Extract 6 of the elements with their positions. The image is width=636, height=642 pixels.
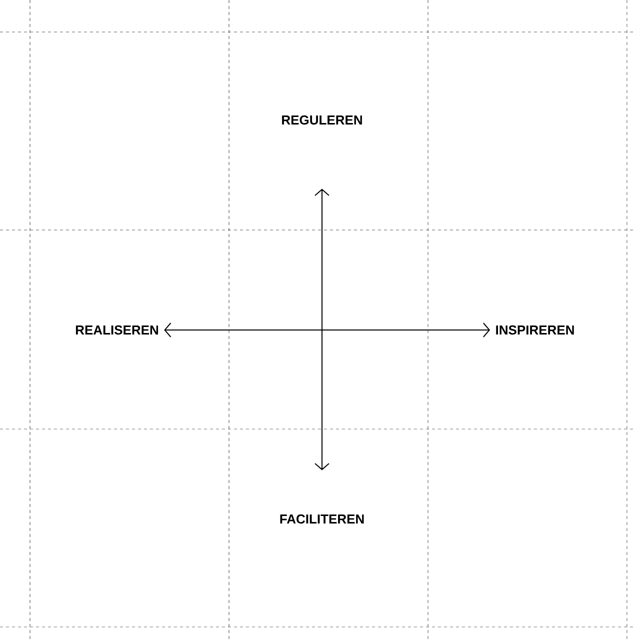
axis-label: INSPIREREN xyxy=(496,325,574,335)
axis-label: REGULEREN xyxy=(282,115,362,125)
axis-label: REALISEREN xyxy=(76,325,158,335)
double-arrow xyxy=(314,188,330,470)
double-arrow xyxy=(164,322,490,338)
axis-label: FACILITEREN xyxy=(280,514,364,524)
